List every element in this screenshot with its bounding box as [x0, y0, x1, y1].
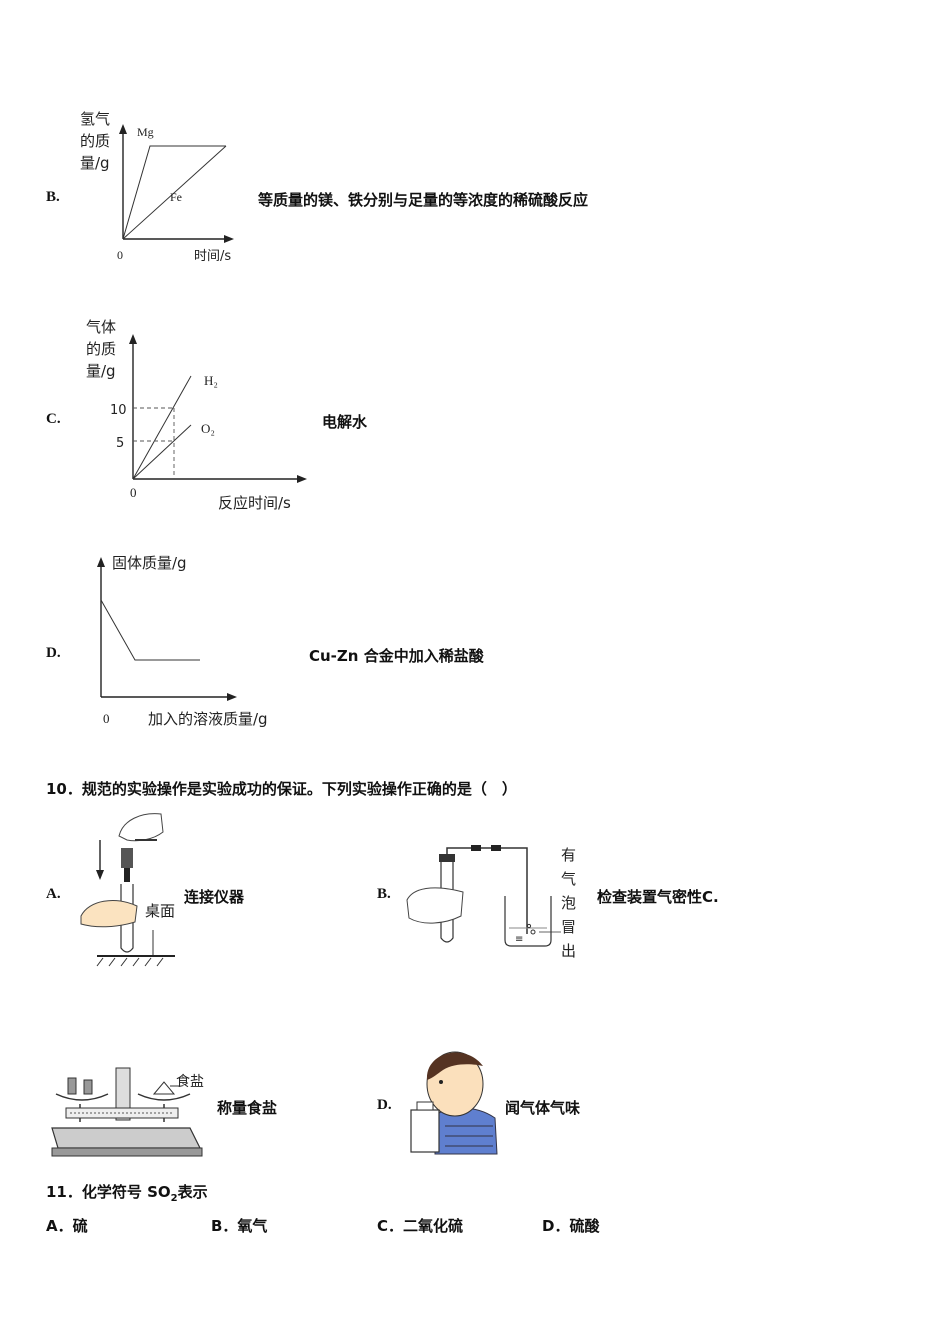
q10-a-desk-label: 桌面	[145, 902, 175, 920]
q11-text-suffix: 表示	[177, 1183, 208, 1201]
q10-b-bubble-4: 冒	[561, 918, 576, 936]
option-d-ylabel: 固体质量/g	[112, 554, 187, 572]
q11-option-c[interactable]: C．二氧化硫	[377, 1217, 464, 1235]
q10-a-image: 桌面	[80, 813, 175, 967]
question-10-text: 10．规范的实验操作是实验成功的保证。下列实验操作正确的是（ ）	[46, 780, 517, 798]
option-b-letter: B.	[46, 189, 60, 205]
option-d-graph: 固体质量/g 0 加入的溶液质量/g	[97, 554, 268, 728]
option-b-origin: 0	[117, 248, 123, 262]
q10-d-image	[410, 1051, 498, 1155]
option-c-tick-10: 10	[110, 403, 127, 418]
option-c-ylabel-2: 的质	[86, 340, 116, 358]
question-11-text: 11．化学符号 SO2表示	[46, 1181, 208, 1204]
q10-a-caption: 连接仪器	[184, 888, 245, 906]
q10-b-bubble-5: 出	[561, 942, 576, 960]
q10-b-bubble-3: 泡	[561, 894, 576, 912]
option-b-series-fe: Fe	[170, 190, 182, 204]
option-b-series-mg: Mg	[137, 125, 154, 139]
option-d-origin: 0	[103, 711, 110, 726]
option-c-origin: 0	[130, 485, 137, 500]
option-c-ylabel-3: 量/g	[86, 362, 116, 380]
option-c-xlabel: 反应时间/s	[218, 494, 291, 512]
q10-c-salt-label: 食盐	[176, 1073, 204, 1090]
option-c-caption: 电解水	[322, 413, 368, 431]
option-b-caption: 等质量的镁、铁分别与足量的等浓度的稀硫酸反应	[258, 191, 589, 209]
option-b-graph: 氢气 的质 量/g Mg Fe 0 时间/s	[80, 110, 234, 264]
q10-b-caption: 检查装置气密性C.	[597, 888, 719, 906]
q10-c-caption: 称量食盐	[217, 1099, 278, 1117]
q11-option-b[interactable]: B．氧气	[211, 1217, 268, 1235]
q10-b-image: ≡ 有 气 泡 冒 出	[406, 845, 576, 960]
option-b-ylabel-2: 的质	[80, 132, 110, 150]
option-c-series-h2: H₂	[204, 373, 218, 388]
option-c-tick-5: 5	[116, 436, 124, 451]
option-d-letter: D.	[46, 645, 61, 661]
q10-d-letter: D.	[377, 1097, 392, 1113]
q10-a-letter: A.	[46, 886, 61, 902]
option-c-graph: 气体 的质 量/g 10 5 H₂ O₂ 0 反应时间/s	[86, 318, 307, 512]
q11-option-d[interactable]: D．硫酸	[542, 1217, 600, 1235]
option-b-xlabel: 时间/s	[194, 249, 231, 264]
q11-text-prefix: 11．化学符号 SO	[46, 1183, 171, 1201]
option-b-ylabel-1: 氢气	[80, 110, 110, 128]
q11-option-a[interactable]: A．硫	[46, 1217, 88, 1235]
q10-b-bubble-1: 有	[561, 846, 576, 864]
option-c-ylabel-1: 气体	[86, 318, 116, 336]
option-b-ylabel-3: 量/g	[80, 154, 110, 172]
option-c-letter: C.	[46, 411, 61, 427]
option-d-caption: Cu-Zn 合金中加入稀盐酸	[309, 647, 484, 665]
q10-d-caption: 闻气体气味	[505, 1099, 581, 1117]
svg-text:≡: ≡	[515, 934, 523, 945]
option-d-xlabel: 加入的溶液质量/g	[148, 710, 268, 728]
q10-c-image: 食盐	[51, 1067, 204, 1157]
option-c-series-o2: O₂	[201, 421, 215, 436]
q11-text-sub: 2	[170, 1193, 178, 1204]
q10-b-letter: B.	[377, 886, 391, 902]
q10-b-bubble-2: 气	[561, 870, 576, 888]
